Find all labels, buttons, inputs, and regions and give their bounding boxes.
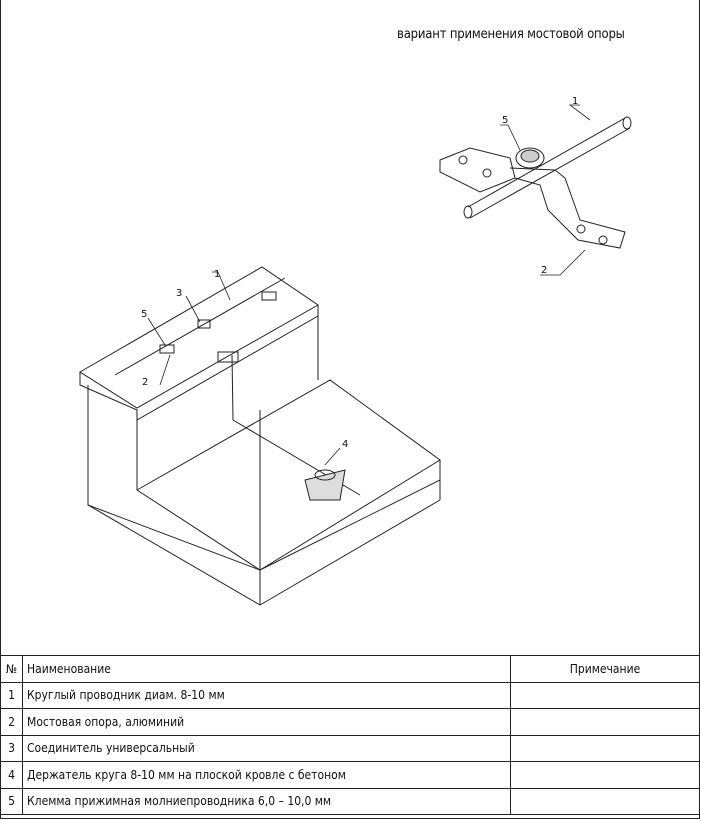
conductor-path <box>114 277 361 496</box>
row-num: 4 <box>0 761 23 789</box>
concrete-holder <box>304 469 346 501</box>
row-note <box>510 708 700 736</box>
header-num: № <box>0 655 23 683</box>
flat-roof <box>136 379 441 571</box>
row-name: Клемма прижимная молниепроводника 6,0 – … <box>22 787 511 815</box>
bridge-support-detail: 1 5 2 <box>439 96 632 276</box>
support-bridge <box>509 167 626 249</box>
drawing-title: вариант применения мостовой опоры <box>397 27 625 42</box>
support-plate-left <box>439 147 516 193</box>
callout-1: 1 <box>572 96 578 107</box>
callout-5: 5 <box>502 115 508 126</box>
row-num: 1 <box>0 681 23 709</box>
callout-2: 2 <box>541 265 547 276</box>
row-note <box>510 787 700 815</box>
header-note: Примечание <box>510 655 700 683</box>
building-view: 1 3 5 2 4 <box>79 266 441 606</box>
row-num: 2 <box>0 708 23 736</box>
clamp <box>515 147 545 169</box>
table-header-row: № Наименование Примечание <box>0 655 700 683</box>
row-name: Мостовая опора, алюминий <box>22 708 511 736</box>
row-note <box>510 734 700 762</box>
callout-1: 1 <box>214 269 220 280</box>
row-num: 5 <box>0 787 23 815</box>
callout-2: 2 <box>142 377 148 388</box>
callout-5: 5 <box>141 309 147 320</box>
callout-4: 4 <box>342 439 348 450</box>
row-num: 3 <box>0 734 23 762</box>
row-name: Держатель круга 8-10 мм на плоской кровл… <box>22 761 511 789</box>
header-name: Наименование <box>22 655 511 683</box>
parapet-top <box>79 266 319 409</box>
conductor-rod <box>467 117 631 219</box>
row-note <box>510 761 700 789</box>
callout-3: 3 <box>176 288 182 299</box>
row-note <box>510 681 700 709</box>
technical-drawing: 1 5 2 1 3 5 2 4 <box>79 96 632 606</box>
row-name: Соединитель универсальный <box>22 734 511 762</box>
row-name: Круглый проводник диам. 8-10 мм <box>22 681 511 709</box>
